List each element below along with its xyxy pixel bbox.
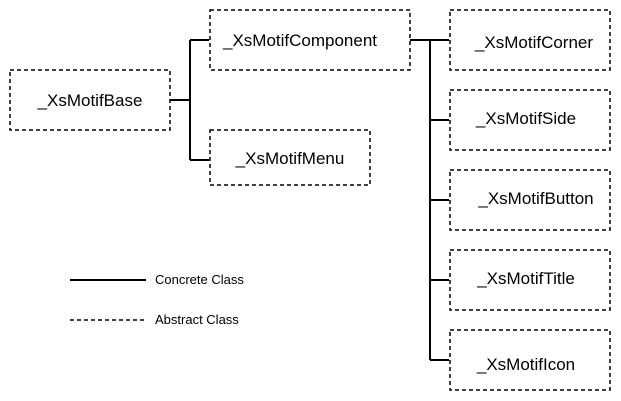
- node-button-box: [449, 169, 611, 231]
- node-side-box: [449, 89, 611, 151]
- legend: Concrete Class Abstract Class: [70, 272, 244, 327]
- node-side-label: _XsMotifSide: [475, 109, 576, 128]
- node-title-box: [449, 249, 611, 311]
- node-corner-box: [449, 9, 611, 71]
- node-icon-label: _XsMotifIcon: [476, 355, 575, 374]
- node-icon-box: [449, 329, 611, 391]
- connectors: [170, 39, 449, 361]
- node-title-label: _XsMotifTitle: [476, 269, 575, 288]
- legend-concrete-label: Concrete Class: [155, 272, 244, 287]
- node-corner-label: _XsMotifCorner: [474, 33, 593, 52]
- legend-abstract-label: Abstract Class: [155, 312, 239, 327]
- node-menu-box: [209, 129, 371, 186]
- node-button-label: _XsMotifButton: [477, 189, 593, 208]
- node-base-box: [9, 69, 171, 131]
- node-base-label: _XsMotifBase: [37, 91, 143, 110]
- node-component-label: _XsMotifComponent: [222, 31, 377, 50]
- node-component-box: [209, 9, 411, 71]
- node-menu-label: _XsMotifMenu: [235, 149, 345, 168]
